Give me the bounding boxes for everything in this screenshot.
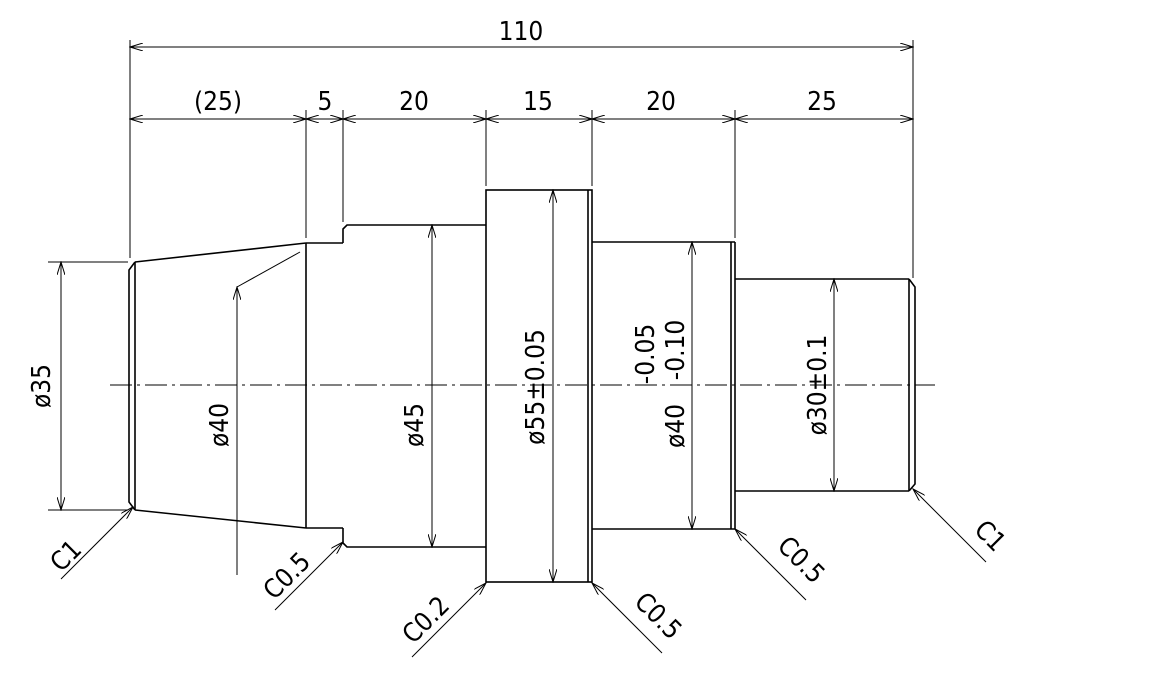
- dim-segment-6: 25: [807, 87, 837, 117]
- dim-d30: ø30±0.1: [803, 335, 833, 436]
- dim-overall: 110: [499, 17, 544, 47]
- chamfer-leaders: [60, 489, 987, 658]
- extension-lines: [48, 40, 914, 511]
- chamfer-left-c1: C1: [45, 535, 88, 578]
- dim-d40-tol-lower: -0.10: [661, 320, 691, 381]
- dim-segment-2: 5: [318, 87, 333, 117]
- chamfer-taper-end: C0.5: [258, 547, 317, 606]
- chamfer-step-right: C0.5: [771, 531, 830, 590]
- dim-segment-5: 20: [646, 87, 676, 117]
- dim-d35: ø35: [27, 364, 57, 408]
- dim-d45: ø45: [400, 403, 430, 447]
- dim-d55: ø55±0.05: [521, 329, 551, 445]
- dim-segment-3: 20: [399, 87, 429, 117]
- diameter-dim-lines: [61, 190, 834, 582]
- chamfer-right-c1: C1: [968, 515, 1011, 558]
- chamfer-collar-right: C0.5: [628, 587, 687, 646]
- dim-segment-1: (25): [194, 87, 242, 117]
- shaft-outline: [128, 189, 916, 583]
- dim-segment-4: 15: [523, 87, 553, 117]
- dim-d40-tol-upper: -0.05: [631, 324, 661, 385]
- dim-d40-tol: ø40: [661, 404, 691, 448]
- chamfer-collar-left: C0.2: [397, 591, 456, 650]
- dim-d40: ø40: [205, 403, 235, 447]
